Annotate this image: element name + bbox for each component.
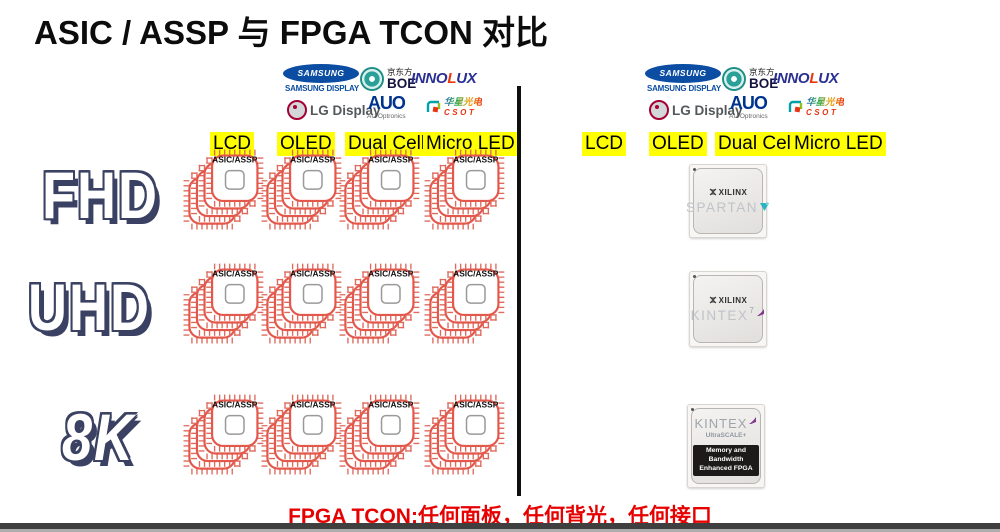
boe-logo: 京东方 BOE (722, 67, 778, 91)
header-left-oled: OLED (277, 132, 335, 156)
asic-chip-uhd-lcd (180, 262, 266, 346)
samsung-display-label: SAMSUNG DISPLAY (284, 84, 360, 93)
auo-label: AUO (367, 93, 406, 113)
auo-caption: AU Optronics (367, 113, 406, 120)
asic-chip-fhd-dual-cell (336, 148, 422, 232)
csot-logo: 华星光电 CSOT (787, 97, 844, 117)
banner-line1: Memory and Bandwidth (705, 447, 747, 464)
samsung-oval-icon: SAMSUNG (645, 64, 721, 83)
lg-display-logo: LG Display (287, 100, 381, 120)
innolux-part2: L (809, 70, 819, 87)
auo-caption: AU Optronics (729, 113, 768, 120)
auo-label: AUO (729, 93, 768, 113)
header-left-micro-led: Micro LED (423, 132, 518, 156)
asic-chip-8k-oled (258, 393, 344, 477)
asic-chip-fhd-oled (258, 148, 344, 232)
kintex-series-label: 7 (749, 305, 756, 315)
innolux-part1: INNO (411, 70, 448, 87)
asic-chip-uhd-micro-led (421, 262, 507, 346)
panel-makers-logos-right: SAMSUNG SAMSUNG DISPLAY 京东方 BOE INNOLUX … (645, 64, 863, 128)
row-label-8k: 8K (62, 401, 136, 475)
spartan-mark-icon (760, 201, 770, 211)
lg-display-label: LG Display (672, 102, 743, 118)
kintex-name-label: KINTEX (690, 307, 749, 323)
fpga-chip-spartan: XILINX SPARTAN (686, 164, 770, 238)
kintex-arrow-icon (757, 308, 765, 316)
asic-chip-8k-lcd (180, 393, 266, 477)
csot-cn-label: 华星光电 (806, 97, 845, 108)
header-left-lcd: LCD (210, 132, 255, 156)
samsung-display-logo: SAMSUNG SAMSUNG DISPLAY (645, 64, 723, 93)
auo-logo: AUO AU Optronics (367, 94, 406, 120)
header-right-lcd: LCD (582, 132, 627, 156)
bottom-bar-dark (0, 523, 1000, 529)
boe-cn-label: 京东方 (387, 66, 413, 77)
xilinx-brand-label: XILINX (718, 187, 748, 197)
panel-makers-logos-left: SAMSUNG SAMSUNG DISPLAY 京东方 BOE INNOLUX … (283, 64, 501, 128)
header-right-oled: OLED (649, 132, 707, 156)
kintex-us-name-label: KINTEX (694, 416, 748, 432)
csot-mark-icon (426, 100, 441, 113)
innolux-part1: INNO (773, 70, 810, 87)
fpga-chip-kintex: XILINX KINTEX 7 (689, 271, 767, 347)
footer-slogan: FPGA TCON:任何面板，任何背光，任何接口 (288, 505, 712, 528)
spartan-name-label: SPARTAN (686, 199, 759, 215)
asic-chip-fhd-lcd (180, 148, 266, 232)
samsung-oval-icon: SAMSUNG (283, 64, 359, 83)
csot-cn-label: 华星光电 (444, 97, 483, 108)
innolux-part2: L (447, 70, 457, 87)
lg-display-logo: LG Display (649, 100, 743, 120)
lg-mark-icon (649, 100, 669, 120)
csot-en-label: CSOT (444, 108, 477, 118)
xilinx-brand-label: XILINX (718, 295, 748, 305)
boe-logo: 京东方 BOE (360, 67, 416, 91)
boe-cn-label: 京东方 (749, 66, 775, 77)
xilinx-logo-icon (709, 296, 716, 304)
banner-line2: Enhanced FPGA (699, 464, 753, 472)
bottom-bar-light (0, 529, 1000, 532)
innolux-part3: UX (818, 70, 839, 87)
row-label-uhd: UHD (28, 271, 151, 345)
header-right-micro-led: Micro LED (791, 132, 886, 156)
panel-divider (517, 86, 521, 496)
boe-en-label: BOE (749, 75, 779, 91)
kintex-arrow-icon (749, 417, 757, 425)
ultrascale-label: UltraSCALE+ (705, 432, 747, 440)
header-right-dual-cell: Dual Cell (715, 132, 799, 156)
boe-ring-icon (360, 67, 384, 91)
lg-display-label: LG Display (310, 102, 381, 118)
innolux-logo: INNOLUX (773, 70, 839, 87)
page-title: ASIC / ASSP 与 FPGA TCON 对比 (34, 14, 548, 51)
asic-chip-8k-dual-cell (336, 393, 422, 477)
csot-mark-icon (788, 100, 803, 113)
asic-chip-uhd-oled (258, 262, 344, 346)
csot-en-label: CSOT (806, 108, 839, 118)
innolux-part3: UX (456, 70, 477, 87)
lg-mark-icon (287, 100, 307, 120)
fpga-chip-kintex-ultrascale: KINTEX UltraSCALE+ Memory and Bandwidth … (687, 404, 765, 488)
fpga-banner: Memory and Bandwidth Enhanced FPGA (693, 445, 759, 476)
auo-logo: AUO AU Optronics (729, 94, 768, 120)
samsung-display-label: SAMSUNG DISPLAY (646, 84, 722, 93)
boe-ring-icon (722, 67, 746, 91)
asic-chip-8k-micro-led (421, 393, 507, 477)
asic-chip-fhd-micro-led (421, 148, 507, 232)
innolux-logo: INNOLUX (411, 70, 477, 87)
asic-chip-uhd-dual-cell (336, 262, 422, 346)
boe-en-label: BOE (387, 75, 417, 91)
row-label-fhd: FHD (42, 159, 159, 233)
xilinx-logo-icon (709, 188, 716, 196)
samsung-display-logo: SAMSUNG SAMSUNG DISPLAY (283, 64, 361, 93)
csot-logo: 华星光电 CSOT (425, 97, 482, 117)
header-left-dual-cell: Dual Cell (345, 132, 429, 156)
